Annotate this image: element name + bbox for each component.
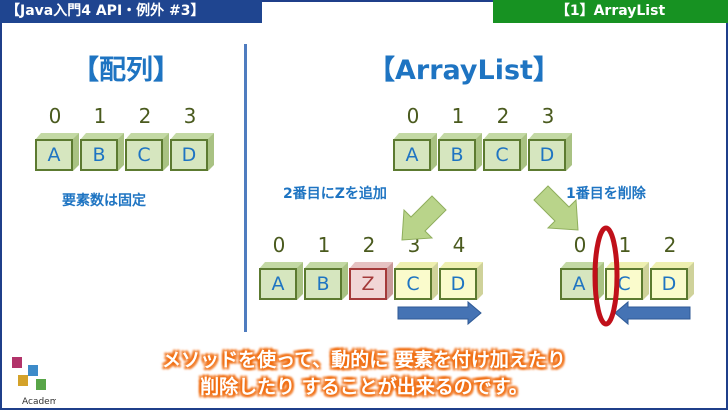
arraylist-title: 【ArrayList】 xyxy=(368,55,560,86)
index-label: 1 xyxy=(317,233,331,257)
down-left-arrow-icon xyxy=(401,195,447,241)
element-value: D xyxy=(528,139,566,171)
element-value: A xyxy=(259,268,297,300)
divider xyxy=(244,44,247,332)
element-value: Z xyxy=(349,268,387,300)
array-element: C xyxy=(483,133,527,171)
element-value: C xyxy=(605,268,643,300)
add-label: 2番目にZを追加 xyxy=(283,186,387,202)
svg-text:Academy: Academy xyxy=(22,397,56,407)
index-label: 2 xyxy=(138,104,152,128)
array-element: B xyxy=(438,133,482,171)
section-title: 【1】ArrayList xyxy=(493,0,728,23)
left-arrow-icon xyxy=(614,300,691,326)
array-element: A xyxy=(35,133,79,171)
element-value: D xyxy=(439,268,477,300)
element-value: A xyxy=(35,139,73,171)
caption-line-1: メソッドを使って、動的に 要素を付け加えたり xyxy=(162,349,566,371)
element-value: A xyxy=(560,268,598,300)
down-right-arrow-icon xyxy=(533,185,579,231)
array-element: A xyxy=(259,262,303,300)
element-value: B xyxy=(438,139,476,171)
array-note: 要素数は固定 xyxy=(62,193,146,209)
element-value: C xyxy=(394,268,432,300)
remove-label: 1番目を削除 xyxy=(566,186,646,202)
index-label: 1 xyxy=(93,104,107,128)
index-label: 0 xyxy=(48,104,62,128)
element-value: B xyxy=(80,139,118,171)
index-label: 1 xyxy=(618,233,632,257)
index-label: 4 xyxy=(452,233,466,257)
right-arrow-icon xyxy=(397,300,482,326)
array-element: D xyxy=(170,133,214,171)
index-label: 3 xyxy=(183,104,197,128)
index-label: 2 xyxy=(362,233,376,257)
array-element: D xyxy=(439,262,483,300)
array-element: C xyxy=(125,133,169,171)
array-element: C xyxy=(394,262,438,300)
index-label: 1 xyxy=(451,104,465,128)
bcop-academy-logo: Academy xyxy=(12,357,56,407)
element-value: C xyxy=(125,139,163,171)
array-element: B xyxy=(304,262,348,300)
array-element: C xyxy=(605,262,649,300)
header-title: 【Java入門4 API・例外 #3】ArrayList xyxy=(0,0,262,42)
index-label: 0 xyxy=(272,233,286,257)
removal-highlight xyxy=(592,225,620,327)
element-value: B xyxy=(304,268,342,300)
index-label: 2 xyxy=(496,104,510,128)
index-label: 2 xyxy=(663,233,677,257)
index-label: 3 xyxy=(541,104,555,128)
index-label: 0 xyxy=(406,104,420,128)
index-label: 0 xyxy=(573,233,587,257)
element-value: A xyxy=(393,139,431,171)
array-element: B xyxy=(80,133,124,171)
array-element: D xyxy=(650,262,694,300)
array-element: A xyxy=(393,133,437,171)
caption-line-2: 削除したり することが出来るのです。 xyxy=(200,376,528,398)
array-element: Z xyxy=(349,262,393,300)
array-element: A xyxy=(560,262,604,300)
array-title: 【配列】 xyxy=(72,55,180,86)
element-value: C xyxy=(483,139,521,171)
element-value: D xyxy=(650,268,688,300)
element-value: D xyxy=(170,139,208,171)
array-element: D xyxy=(528,133,572,171)
